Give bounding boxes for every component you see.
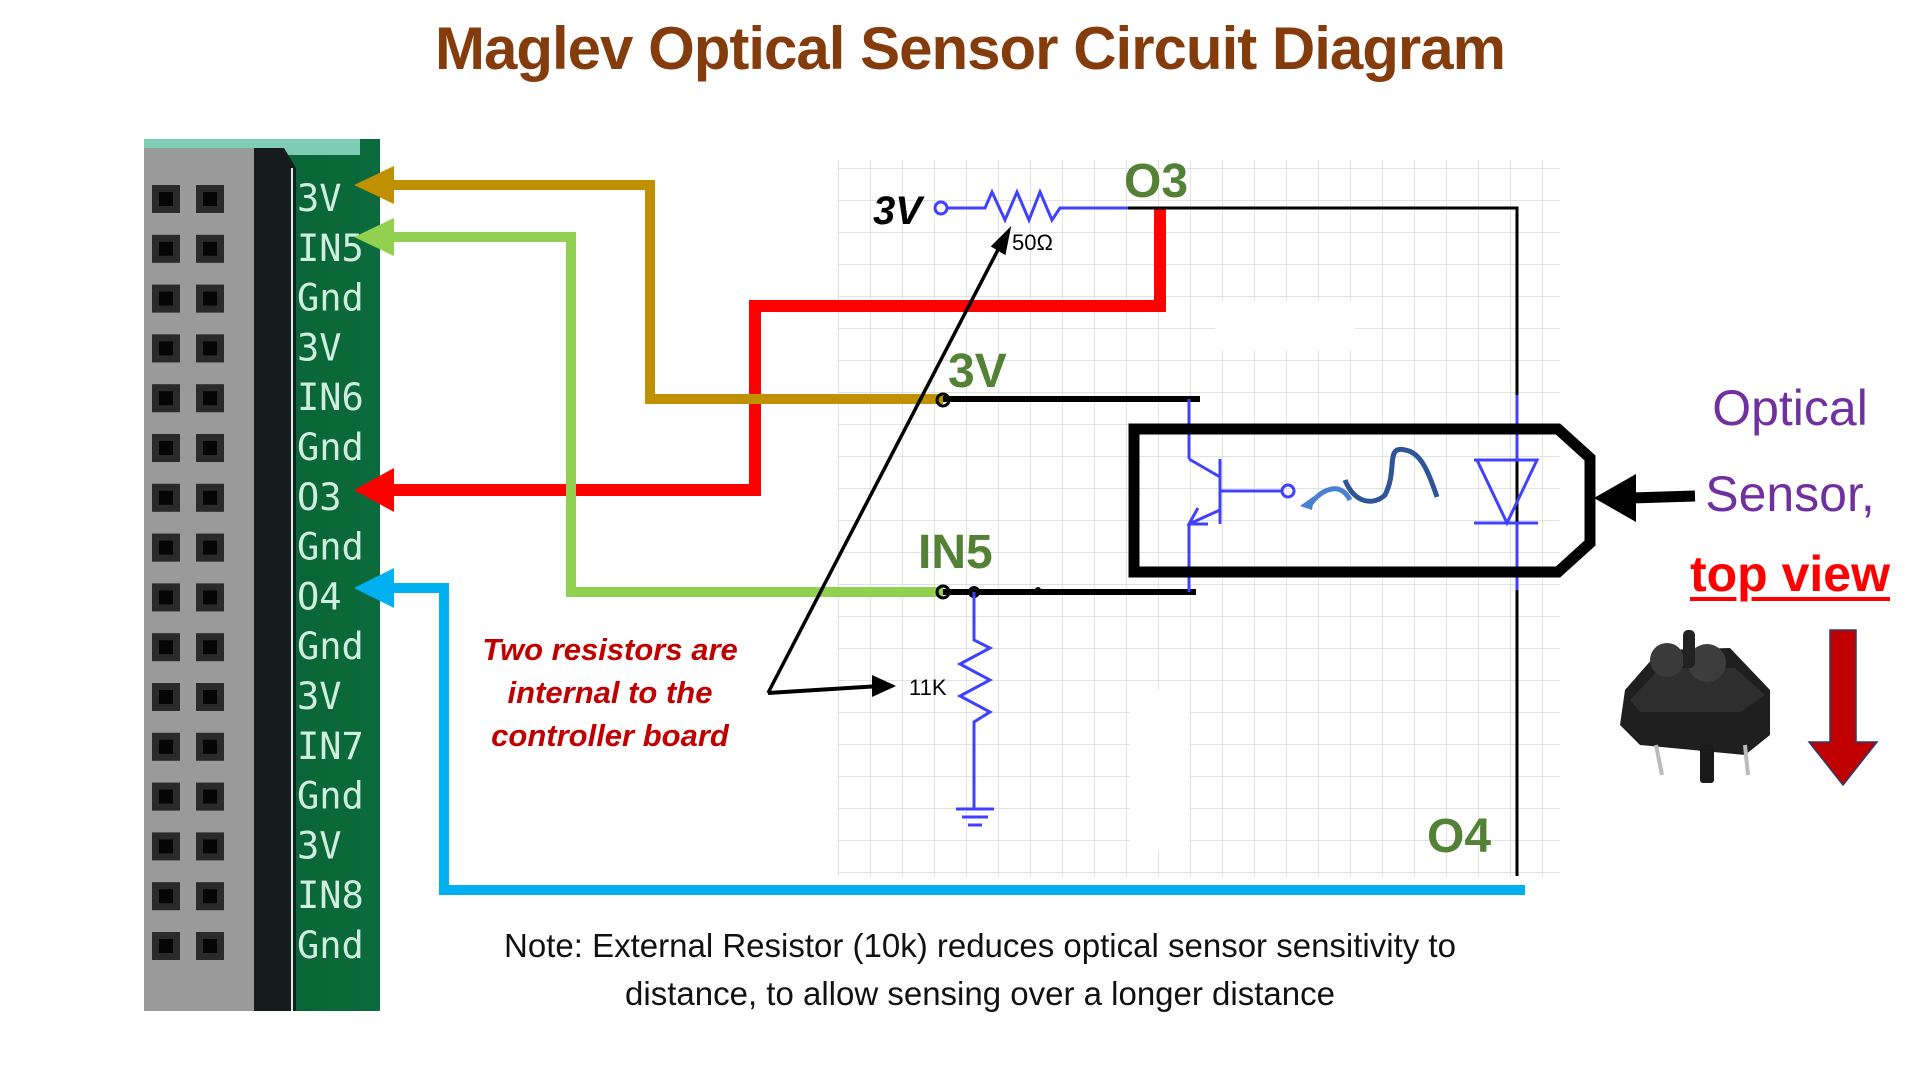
label-50-ohm: 50Ω (1012, 230, 1053, 255)
sensor-caption: Optical Sensor, top view (1640, 362, 1920, 620)
page-title: Maglev Optical Sensor Circuit Diagram (435, 15, 1506, 82)
sensor-pointer-arrow (1594, 474, 1696, 522)
socket-hole-inner (159, 640, 173, 655)
socket-hole-inner (159, 839, 173, 854)
pcb-pin-label: IN7 (297, 725, 364, 768)
node-label-o3: O3 (1124, 155, 1188, 208)
pcb-pin-label: O4 (297, 575, 342, 618)
pcb-pin-label: 3V (297, 177, 342, 220)
socket-hole-inner (203, 590, 217, 605)
socket-hole-inner (203, 490, 217, 505)
pcb-pin-label: Gnd (297, 426, 364, 469)
pcb-pin-label: O3 (297, 476, 342, 519)
label-11k: 11K (909, 675, 947, 700)
wire-o3-to-o4-black (1128, 206, 1519, 876)
socket-hole-inner (203, 341, 217, 356)
pcb-pin-label: IN5 (297, 227, 364, 270)
resistor-50-ohm (933, 188, 1130, 224)
socket-hole-inner (203, 540, 217, 555)
socket-hole-inner (159, 341, 173, 356)
pcb-pin-label: IN6 (297, 376, 364, 419)
socket-hole-inner (159, 391, 173, 406)
node-label-o4: O4 (1427, 810, 1491, 863)
optical-sensor-symbol (1128, 395, 1596, 592)
pcb-pin-label: 3V (297, 824, 342, 867)
pcb-pin-label: IN8 (297, 874, 364, 917)
footnote-line1: Note: External Resistor (10k) reduces op… (504, 927, 1456, 964)
socket-hole-inner (159, 291, 173, 306)
sensor-caption-line2: Sensor, (1705, 466, 1875, 522)
socket-hole-inner (203, 441, 217, 455)
footnote: Note: External Resistor (10k) reduces op… (380, 922, 1580, 1018)
socket-hole-inner (203, 939, 217, 953)
node-label-3v: 3V (948, 345, 1007, 398)
pcb-pin-label: Gnd (297, 625, 364, 668)
pcb-pin-label: 3V (297, 675, 342, 718)
socket-hole-inner (159, 690, 173, 704)
socket-hole-inner (159, 789, 173, 804)
wire-3v-arrowhead (354, 166, 394, 204)
callout-arrows (766, 225, 1012, 697)
pcb-pin-label: Gnd (297, 277, 364, 320)
socket-hole-inner (203, 192, 217, 206)
label-supply-3v: 3V (873, 189, 925, 233)
wire-in5-arrowhead (354, 218, 394, 256)
pcb-pin-label: Gnd (297, 775, 364, 818)
socket-hole-inner (159, 939, 173, 953)
socket-hole-inner (203, 391, 217, 406)
pcb-pin-label: 3V (297, 326, 342, 369)
ground-icon (956, 807, 994, 827)
node-label-in5: IN5 (918, 526, 993, 579)
socket-hole-inner (159, 490, 173, 505)
wire-o3-arrowhead (354, 468, 394, 512)
wire-3v-gold (372, 180, 943, 404)
socket-hole-inner (159, 192, 173, 206)
grid-cutout (1215, 300, 1355, 350)
socket-hole-inner (203, 291, 217, 306)
socket-hole-inner (203, 789, 217, 804)
socket-hole-inner (159, 889, 173, 904)
optical-sensor-photo (1620, 630, 1770, 783)
junction-dot (1035, 587, 1041, 593)
socket-hole-inner (203, 690, 217, 704)
internal-resistors-callout: Two resistors are internal to the contro… (482, 632, 738, 753)
socket-hole-inner (203, 839, 217, 854)
socket-hole-inner (159, 739, 173, 754)
sensor-caption-line1: Optical (1712, 380, 1868, 436)
footnote-line2: distance, to allow sensing over a longer… (625, 975, 1335, 1012)
socket-hole-inner (203, 739, 217, 754)
socket-hole-inner (159, 441, 173, 455)
node-in5 (935, 584, 951, 600)
socket-hole-inner (203, 889, 217, 904)
wire-o4-blue (372, 583, 1525, 895)
pcb-pin-label: Gnd (297, 526, 364, 569)
pcb-header-photo: 3VIN5Gnd3VIN6GndO3GndO4Gnd3VIN7Gnd3VIN8G… (144, 139, 380, 1011)
socket-hole-inner (159, 590, 173, 605)
sensor-caption-top-view: top view (1689, 546, 1891, 602)
resistor-11k (956, 592, 994, 809)
grid-cutout (1130, 690, 1190, 850)
wire-in5-green (372, 232, 943, 597)
wire-o4-arrowhead (354, 568, 394, 608)
socket-hole-inner (159, 540, 173, 555)
node-3v (935, 392, 951, 408)
wire-o3-red (372, 208, 1166, 496)
down-arrow-icon (1807, 629, 1879, 787)
pcb-pin-label: Gnd (297, 924, 364, 967)
socket-hole-inner (203, 241, 217, 256)
socket-hole-inner (203, 640, 217, 655)
socket-hole-inner (159, 241, 173, 256)
